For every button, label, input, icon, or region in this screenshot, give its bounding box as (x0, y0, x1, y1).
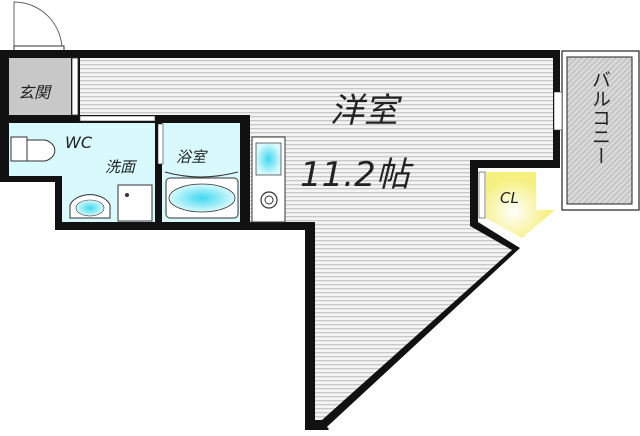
entrance-door (13, 1, 65, 59)
closet-label: CL (500, 189, 519, 207)
wash-door (79, 115, 156, 122)
western-room-label: 洋室 (330, 91, 403, 131)
bathroom-door (157, 123, 164, 165)
western-room-floor (80, 58, 553, 420)
wc-label: WC (65, 133, 93, 152)
entrance-step (71, 57, 79, 116)
sink-icon (255, 142, 282, 176)
stove-icon (260, 191, 278, 209)
closet-door (478, 171, 486, 219)
washing-machine-pan-icon (117, 184, 153, 222)
balcony-label: バルコニー (589, 70, 611, 165)
balcony: バルコニー (553, 50, 640, 211)
closet-floor (486, 172, 555, 238)
entrance-label: 玄関 (18, 83, 52, 102)
bathtub-icon (165, 177, 239, 219)
toilet-icon (10, 136, 56, 162)
western-room-size: 11.2帖 (300, 155, 415, 195)
entrance-floor (9, 58, 71, 115)
diagonal-window (326, 250, 520, 430)
bathroom-label: 浴室 (176, 148, 208, 166)
washroom-label: 洗面 (105, 158, 138, 176)
washbasin-icon (69, 194, 111, 219)
